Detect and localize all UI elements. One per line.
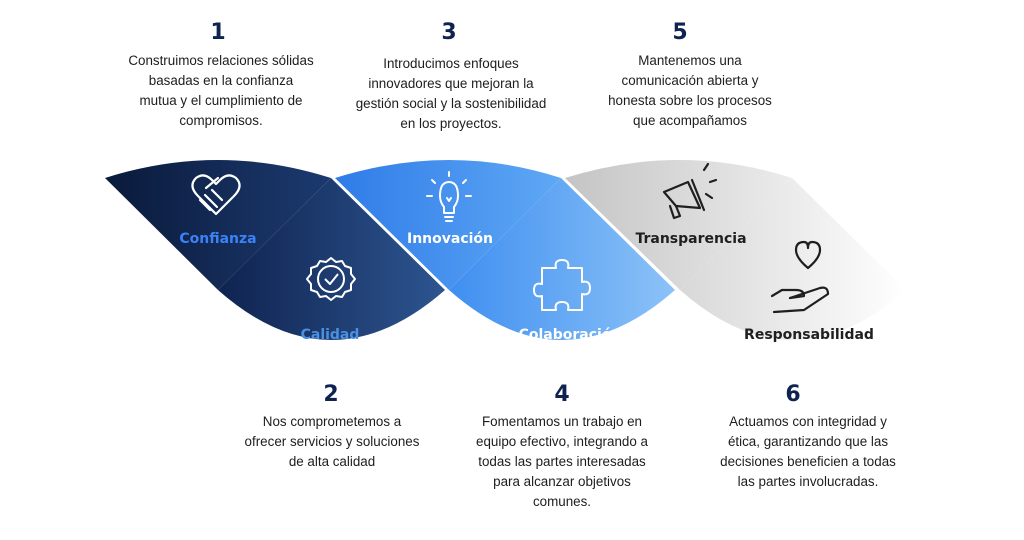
handshake-icon [191,174,241,216]
step-number-4: 4 [554,382,570,407]
description-calidad: Nos comprometemos a ofrecer servicios y … [244,414,420,469]
lightbulb-icon [426,171,472,222]
step-number-6: 6 [785,382,801,407]
description-innovacion: Introducimos enfoques innovadores que me… [355,56,547,131]
step-number-3: 3 [441,20,457,45]
label-transparencia: Transparencia [635,231,747,247]
description-transparencia: Mantenemos una comunicación abierta y ho… [608,53,772,128]
step-number-2: 2 [323,382,339,407]
description-responsabilidad: Actuamos con integridad y ética, garanti… [720,414,896,489]
puzzle-icon [533,259,591,311]
step-number-1: 1 [210,20,226,45]
description-colaboracion: Fomentamos un trabajo en equipo efectivo… [476,414,648,509]
shape-innovacion [335,160,561,290]
label-confianza: Confianza [179,231,257,247]
label-calidad: Calidad [300,327,360,343]
step-number-5: 5 [672,20,688,45]
label-innovacion: Innovación [406,231,494,247]
description-confianza: Construimos relaciones sólidas basadas e… [128,53,314,128]
quality-badge-icon [306,257,356,301]
shape-transparencia [565,160,792,290]
megaphone-icon [662,162,718,220]
heart-hand-icon [770,240,830,314]
shape-responsabilidad [680,178,906,340]
shape-confianza [105,160,331,290]
label-colaboracion: Colaboración [518,327,622,343]
label-responsabilidad: Responsabilidad [744,327,874,343]
